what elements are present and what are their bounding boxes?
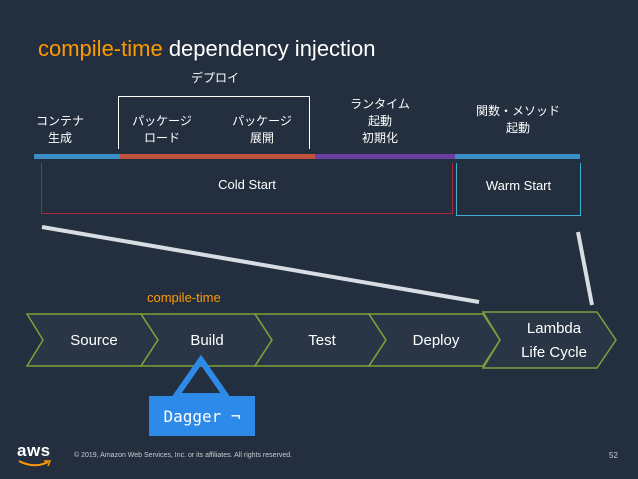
phase-line: ロード	[143, 131, 180, 145]
cold-start-box: Cold Start	[41, 163, 453, 214]
page-number: 52	[609, 451, 618, 460]
pipeline-stage-build: Build	[139, 313, 273, 367]
phase-line: 起動	[505, 121, 530, 135]
page-title: compile-time dependency injection	[38, 36, 376, 62]
deploy-label: デプロイ	[190, 71, 239, 85]
phase-package-load: パッケージ ロード	[122, 113, 202, 147]
phase-line: コンテナ	[35, 114, 84, 128]
phase-runtime-init: ランタイム 起動 初期化	[340, 96, 420, 147]
phase-package-extract: パッケージ 展開	[222, 113, 302, 147]
pipeline-stage-lambda: Lambda Life Cycle	[481, 311, 617, 369]
phase-function-invoke: 関数・メソッド 起動	[468, 103, 568, 137]
copyright-footer: © 2019, Amazon Web Services, Inc. or its…	[74, 452, 293, 459]
phase-container-create: コンテナ 生成	[30, 113, 90, 147]
pipeline-stage-label: Deploy	[413, 332, 460, 349]
phase-line: 起動	[367, 114, 392, 128]
pipeline-stage-deploy: Deploy	[367, 313, 501, 367]
timeline-segment-function	[455, 154, 580, 159]
phase-line: 生成	[47, 131, 72, 145]
deploy-bracket	[118, 96, 310, 149]
warm-start-label: Warm Start	[485, 177, 552, 193]
phase-line: パッケージ	[132, 114, 192, 128]
connector-line-warm	[576, 231, 594, 306]
pipeline-stage-label: Build	[190, 332, 223, 349]
aws-smile-icon	[18, 460, 52, 467]
pipeline-stage-label: Test	[308, 332, 336, 349]
aws-logo: aws	[17, 441, 52, 467]
pipeline-stage-label-2: Life Cycle	[521, 344, 587, 361]
pipeline-stage-source: Source	[25, 313, 159, 367]
pipeline-stage-label: Source	[70, 332, 118, 349]
connector-line-cold	[41, 225, 480, 304]
title-highlight: compile-time	[38, 36, 163, 61]
title-rest: dependency injection	[162, 36, 376, 61]
timeline-segment-package	[120, 154, 315, 159]
compile-time-label: compile-time	[147, 290, 221, 305]
cold-start-label: Cold Start	[218, 176, 276, 192]
aws-logo-text: aws	[17, 441, 51, 460]
phase-line: パッケージ	[232, 114, 292, 128]
phase-line: 展開	[249, 131, 274, 145]
phase-line: ランタイム	[350, 97, 410, 111]
timeline-segment-runtime	[315, 154, 455, 159]
timeline-segment-container	[34, 154, 120, 159]
warm-start-box: Warm Start	[456, 163, 581, 216]
pipeline-stage-label: Lambda	[527, 320, 582, 337]
phase-line: 初期化	[361, 131, 398, 145]
dagger-logo: Dagger ¬	[149, 396, 255, 436]
phase-line: 関数・メソッド	[475, 104, 560, 118]
pipeline-stage-test: Test	[253, 313, 387, 367]
